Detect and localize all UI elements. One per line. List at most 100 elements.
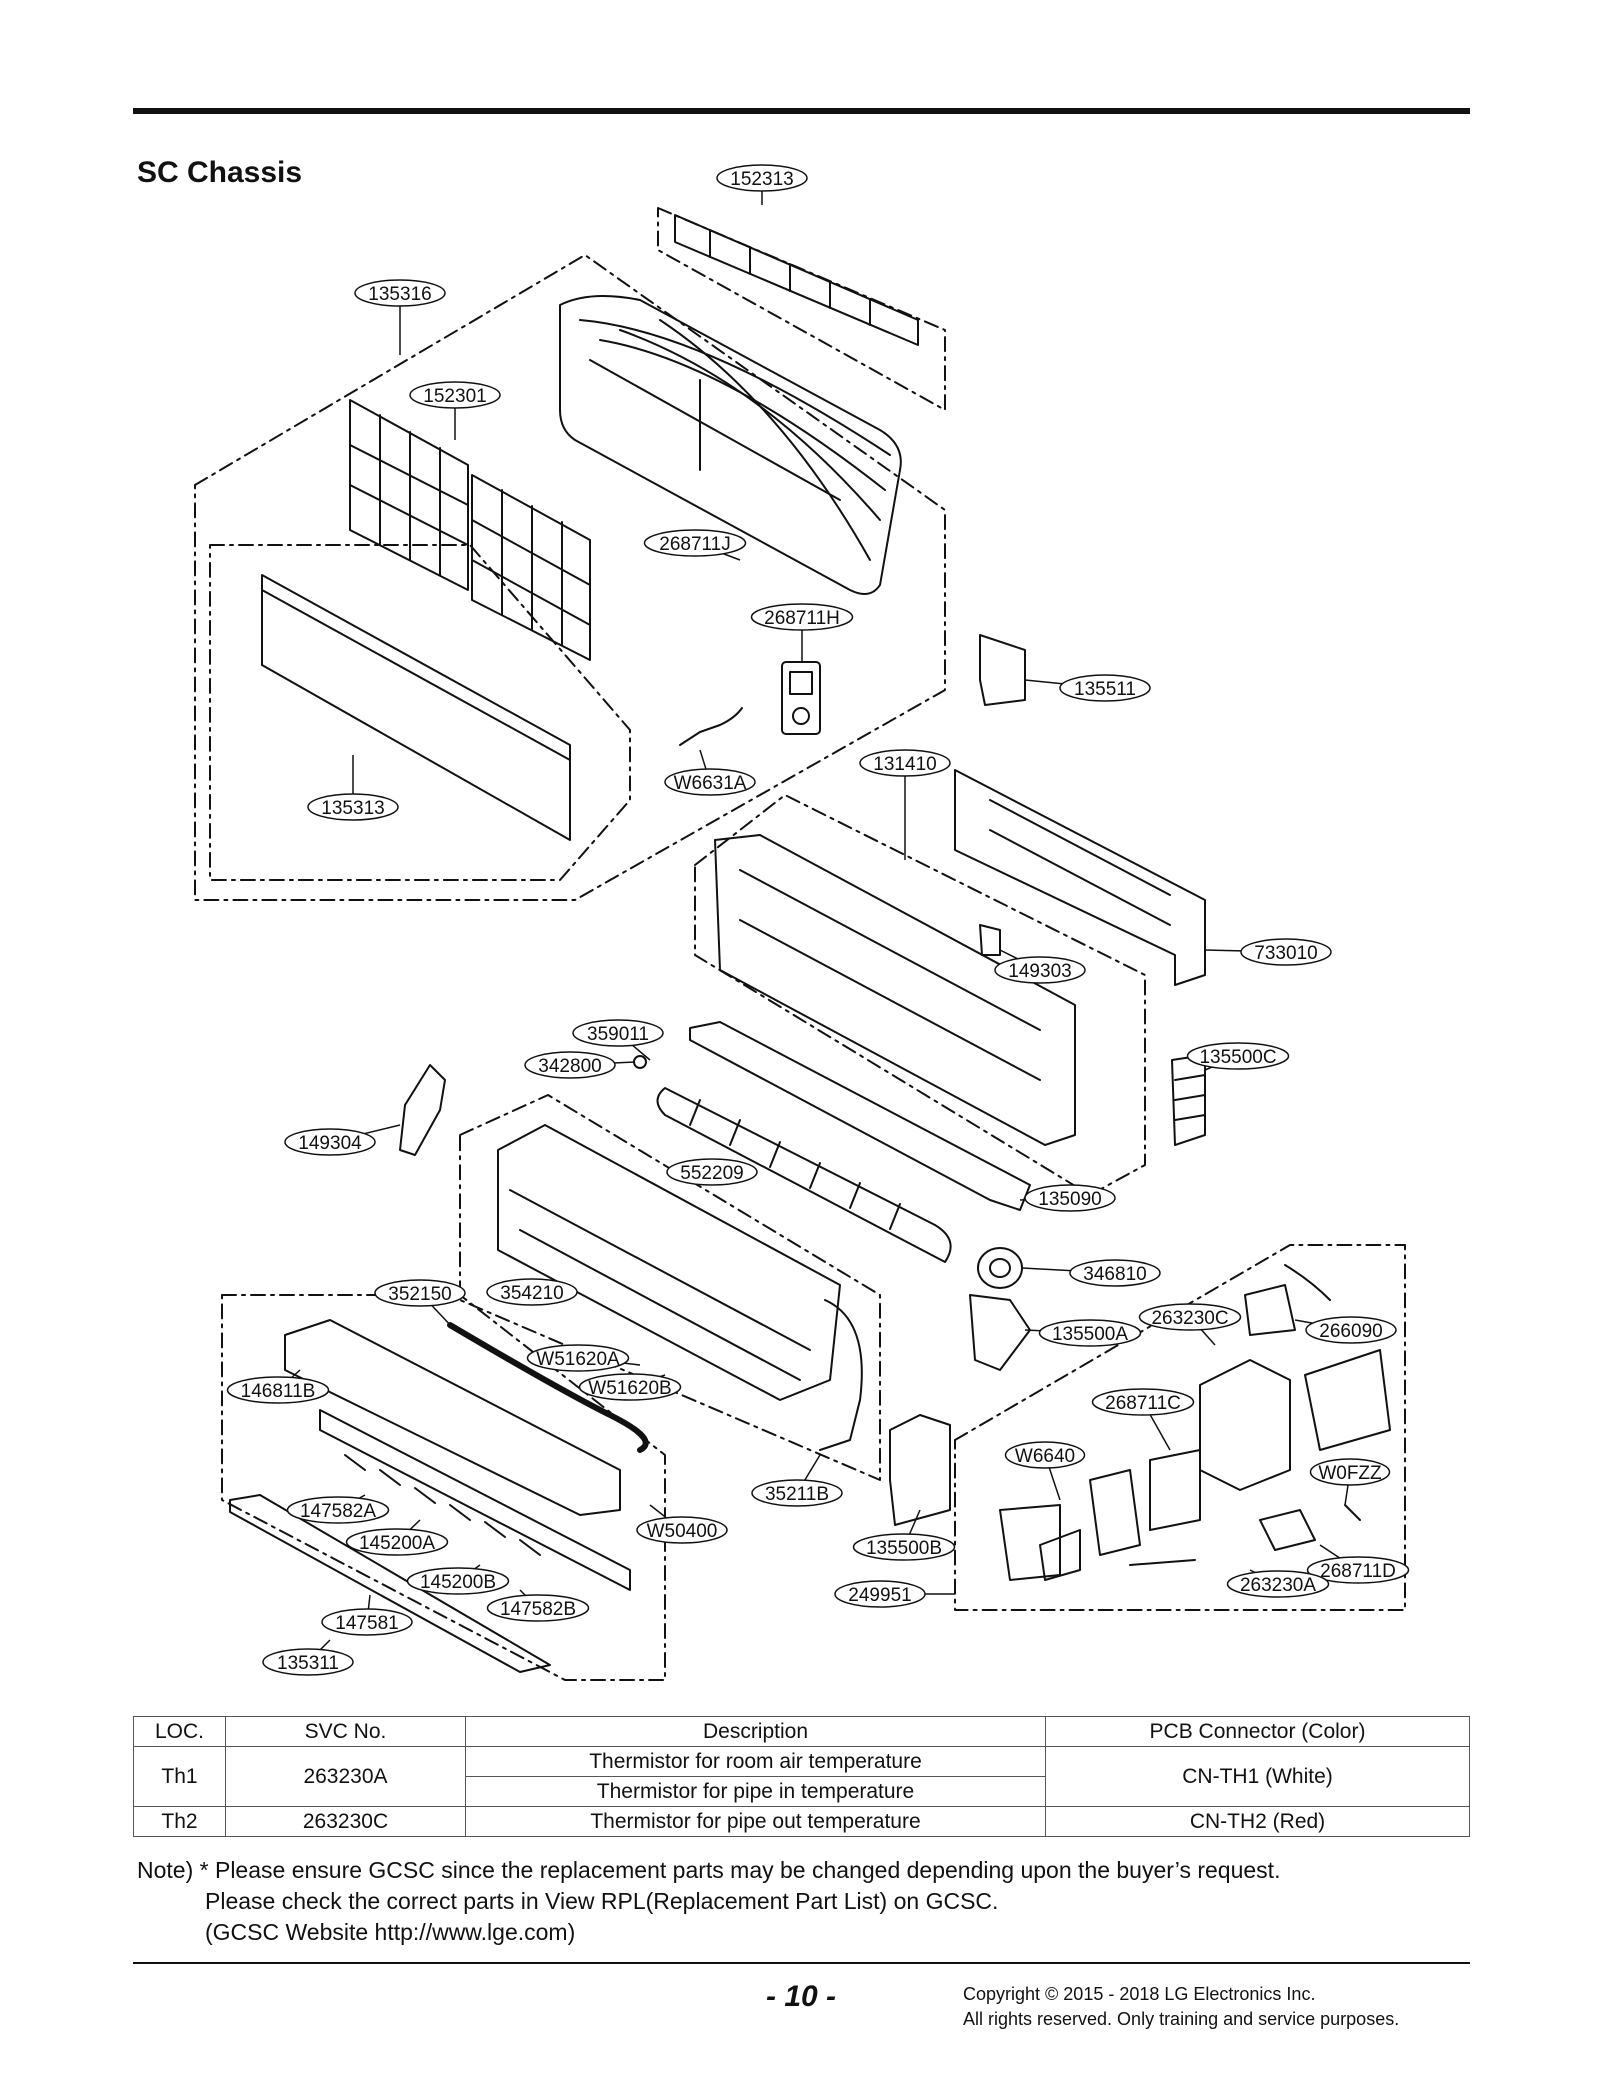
part-callout: 733010: [1204, 938, 1332, 966]
note-line: Please check the correct parts in View R…: [205, 1888, 999, 1914]
callout-bubble: [354, 279, 446, 307]
callout-label: 268711C: [1105, 1393, 1181, 1414]
bearing-342800-shape: [633, 1055, 647, 1069]
drain-hose-shape: [447, 1322, 649, 1453]
part-callout: W6631A: [664, 749, 756, 796]
callout-bubble: [1305, 1316, 1397, 1344]
exploded-view-diagram: 152313135316152301268711J268711H135511W6…: [194, 164, 1410, 1681]
col-header-connector: PCB Connector (Color): [1045, 1716, 1470, 1747]
callout-label: 263230C: [1151, 1308, 1228, 1329]
cell-loc: Th2: [133, 1806, 226, 1837]
callout-label: 135090: [1038, 1189, 1101, 1210]
callout-bubble: [1004, 1441, 1086, 1469]
callout-bubble: [1309, 1458, 1391, 1486]
cell-connector: CN-TH1 (White): [1045, 1746, 1470, 1807]
callout-bubble: [1306, 1556, 1410, 1584]
callout-bubble: [486, 1594, 590, 1622]
part-callout: 354210: [486, 1278, 578, 1306]
part-callout: 268711H: [750, 603, 854, 662]
callout-label: 152301: [423, 386, 486, 407]
part-callout: 263230C: [1138, 1303, 1242, 1346]
callout-label: 35211B: [765, 1484, 829, 1505]
callout-label: 552209: [680, 1163, 743, 1184]
part-callout: 249951: [834, 1580, 955, 1608]
table-row: Th2 263230C Thermistor for pipe out temp…: [133, 1806, 1470, 1837]
callout-label: W6631A: [674, 773, 747, 794]
motor-mount-shape: [969, 1294, 1031, 1371]
part-callout: 145200A: [345, 1519, 449, 1556]
callout-label: 146811B: [241, 1381, 316, 1402]
air-filters-shape: [349, 399, 591, 661]
part-callout: 149303: [994, 949, 1086, 984]
section-title: SC Chassis: [137, 156, 303, 189]
callout-label: 135316: [368, 284, 431, 305]
callout-bubble: [1059, 674, 1151, 702]
callout-label: 354210: [500, 1283, 563, 1304]
cell-svc: 263230A: [225, 1746, 466, 1807]
callout-bubble: [859, 749, 951, 777]
part-callout: 268711D: [1306, 1544, 1410, 1584]
callout-bubble: [486, 1278, 578, 1306]
callout-bubble: [1186, 1042, 1290, 1070]
callout-bubble: [526, 1344, 630, 1372]
cell-connector: CN-TH2 (Red): [1045, 1806, 1470, 1837]
callout-label: 135313: [321, 798, 384, 819]
part-callout: 146811B: [226, 1369, 330, 1404]
callout-bubble: [1226, 1570, 1330, 1598]
callout-bubble: [834, 1580, 926, 1608]
part-callout: 145200B: [406, 1564, 510, 1595]
cell-description: Thermistor for room air temperature: [465, 1746, 1046, 1777]
callout-bubble: [1069, 1259, 1161, 1287]
callout-label: 263230A: [1240, 1575, 1316, 1596]
part-callout: W0FZZ: [1309, 1458, 1391, 1506]
callout-bubble: [345, 1528, 449, 1556]
bracket-149303-shape: [979, 924, 1001, 956]
callout-layer: 152313135316152301268711J268711H135511W6…: [226, 164, 1410, 1676]
col-header-svc: SVC No.: [225, 1716, 466, 1747]
callout-bubble: [406, 1567, 510, 1595]
table-row: Th1 263230A Thermistor for room air temp…: [133, 1746, 1470, 1807]
callout-label: 147582B: [500, 1599, 576, 1620]
display-module-shape: [781, 661, 821, 735]
callout-bubble: [524, 1051, 616, 1079]
callout-label: 145200A: [359, 1533, 435, 1554]
callout-bubble: [664, 768, 756, 796]
control-box-shape: [999, 1264, 1391, 1581]
part-callout: W6640: [1004, 1441, 1086, 1501]
callout-bubble: [716, 164, 808, 192]
callout-bubble: [1138, 1303, 1242, 1331]
callout-label: W50400: [647, 1521, 718, 1542]
installation-plate-shape: [954, 769, 1206, 986]
part-callout: 149304: [284, 1124, 401, 1156]
evaporator-shape: [497, 1124, 863, 1451]
cell-svc: 263230C: [225, 1806, 466, 1837]
callout-label: 249951: [848, 1585, 911, 1606]
callout-label: 135500C: [1199, 1047, 1276, 1068]
chassis-shape: [714, 834, 1076, 1146]
callout-bubble: [750, 603, 854, 631]
part-callout: 342800: [524, 1051, 636, 1079]
bracket-135511-shape: [979, 634, 1026, 706]
callout-bubble: [572, 1019, 664, 1047]
part-callout: 147582B: [486, 1589, 590, 1622]
callout-label: W0FZZ: [1318, 1463, 1382, 1484]
part-callout: 135316: [354, 279, 446, 355]
callout-bubble: [578, 1373, 682, 1401]
callout-bubble: [1038, 1319, 1142, 1347]
table-header-row: LOC. SVC No. Description PCB Connector (…: [133, 1716, 1470, 1747]
part-callout: 268711C: [1091, 1388, 1195, 1451]
callout-label: 266090: [1319, 1321, 1382, 1342]
note-line: Note) * Please ensure GCSC since the rep…: [137, 1857, 1281, 1883]
callout-bubble: [409, 381, 501, 409]
part-callout: 152301: [409, 381, 501, 440]
callout-bubble: [374, 1279, 466, 1307]
top-rule: [133, 108, 1470, 114]
page-number: - 10 -: [766, 1980, 837, 2013]
cover-135500b-shape: [889, 1414, 951, 1526]
callout-bubble: [751, 1479, 843, 1507]
cell-description: Thermistor for pipe in temperature: [465, 1776, 1046, 1807]
callout-bubble: [1091, 1388, 1195, 1416]
callout-label: W6640: [1015, 1446, 1075, 1467]
callout-label: 733010: [1254, 943, 1317, 964]
discharge-grille-shape: [284, 1319, 631, 1591]
